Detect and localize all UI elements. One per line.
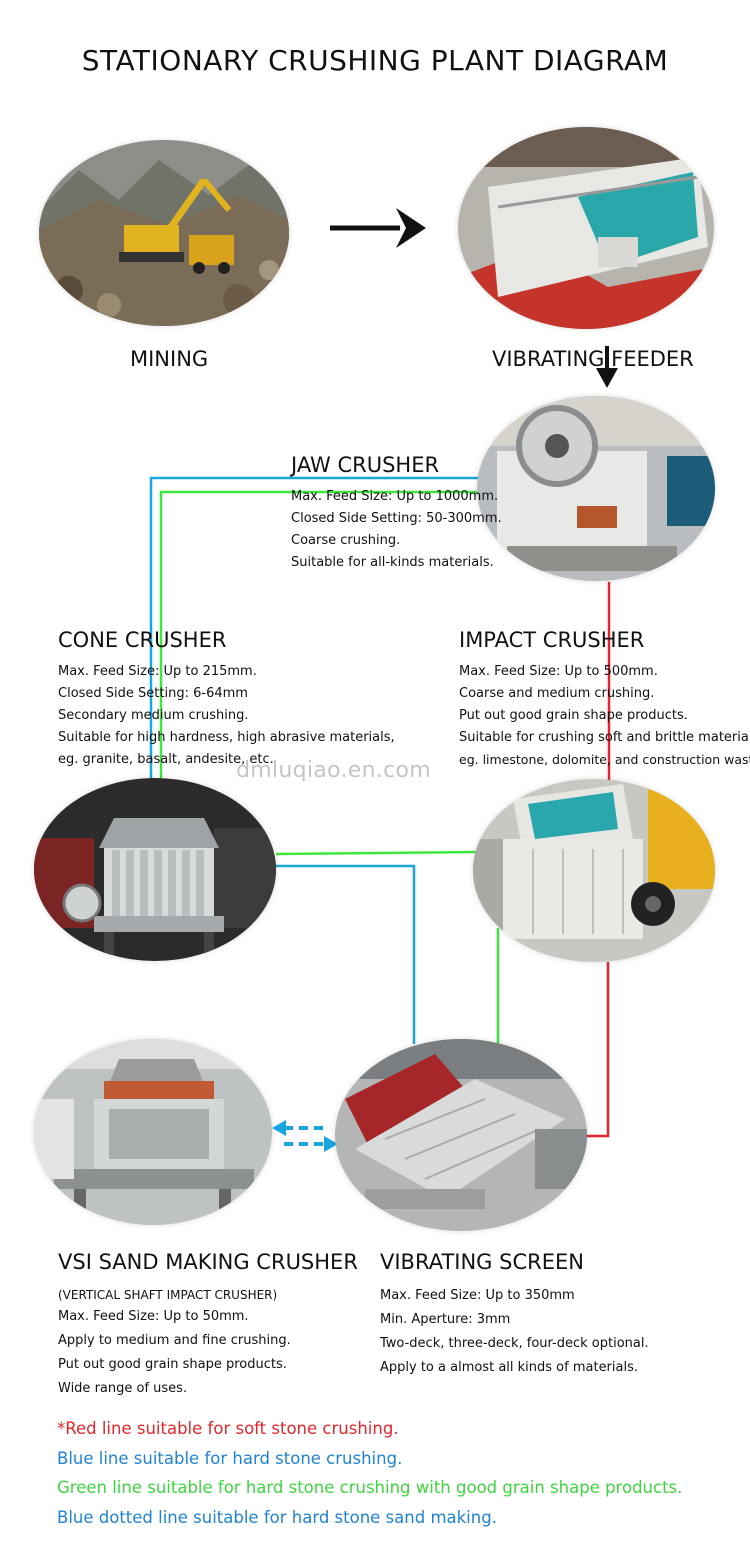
arrow-mining-to-feeder xyxy=(330,208,426,248)
legend: *Red line suitable for soft stone crushi… xyxy=(57,1414,682,1532)
impact-crusher-specs: Max. Feed Size: Up to 500mm. Coarse and … xyxy=(459,661,750,771)
spec-line: Apply to medium and fine crushing. xyxy=(58,1333,291,1348)
jaw-crusher-specs: Max. Feed Size: Up to 1000mm. Closed Sid… xyxy=(291,486,502,574)
spec-line: eg. granite, basalt, andesite, etc. xyxy=(58,752,274,767)
mining-image xyxy=(39,140,289,326)
spec-line: Max. Feed Size: Up to 1000mm. xyxy=(291,489,499,504)
spec-line: Suitable for all-kinds materials. xyxy=(291,555,494,570)
arrow-feeder-to-jaw xyxy=(596,346,618,388)
spec-line: Coarse crushing. xyxy=(291,533,401,548)
spec-line: Min. Aperture: 3mm xyxy=(380,1312,511,1327)
spec-line: Apply to a almost all kinds of materials… xyxy=(380,1360,639,1375)
vsi-subheading: (VERTICAL SHAFT IMPACT CRUSHER) xyxy=(58,1288,278,1302)
vsi-crusher-image xyxy=(34,1039,272,1225)
vibrating-feeder-image xyxy=(458,127,714,329)
legend-blue: Blue line suitable for hard stone crushi… xyxy=(57,1448,403,1468)
green-line-path xyxy=(159,490,478,780)
impact-crusher-heading: IMPACT CRUSHER xyxy=(459,628,645,652)
spec-line: Wide range of uses. xyxy=(58,1381,188,1396)
vibrating-feeder-label: VIBRATING FEEDER xyxy=(492,347,694,371)
spec-line: Max. Feed Size: Up to 350mm xyxy=(380,1288,575,1303)
red-line-path-2 xyxy=(586,962,610,1138)
spec-line: eg. limestone, dolomite, and constructio… xyxy=(459,752,750,767)
jaw-crusher-heading: JAW CRUSHER xyxy=(291,453,440,477)
blue-line-path-2 xyxy=(276,864,416,1044)
watermark: dmluqiao.en.com xyxy=(236,758,432,783)
spec-line: Max. Feed Size: Up to 50mm. xyxy=(58,1309,249,1324)
vsi-crusher-heading: VSI SAND MAKING CRUSHER xyxy=(58,1250,358,1274)
spec-line: Two-deck, three-deck, four-deck optional… xyxy=(380,1336,649,1351)
vsi-crusher-specs: (VERTICAL SHAFT IMPACT CRUSHER) Max. Fee… xyxy=(58,1283,291,1401)
vibrating-screen-heading: VIBRATING SCREEN xyxy=(380,1250,584,1274)
page-title: STATIONARY CRUSHING PLANT DIAGRAM xyxy=(81,44,669,77)
spec-line: Max. Feed Size: Up to 500mm. xyxy=(459,664,658,679)
blue-line-path xyxy=(149,476,478,780)
jaw-crusher-image xyxy=(477,396,715,581)
spec-line: Suitable for crushing soft and brittle m… xyxy=(459,730,750,745)
cone-crusher-heading: CONE CRUSHER xyxy=(58,628,227,652)
cone-crusher-specs: Max. Feed Size: Up to 215mm. Closed Side… xyxy=(58,661,395,771)
green-line-path-2 xyxy=(275,850,477,856)
spec-line: Max. Feed Size: Up to 215mm. xyxy=(58,664,257,679)
spec-line: Secondary medium crushing. xyxy=(58,708,249,723)
cone-crusher-image xyxy=(34,778,276,961)
vibrating-screen-specs: Max. Feed Size: Up to 350mm Min. Apertur… xyxy=(380,1284,649,1380)
spec-line: Closed Side Setting: 6-64mm xyxy=(58,686,248,701)
blue-dotted-arrow xyxy=(272,1120,338,1152)
legend-dotted: Blue dotted line suitable for hard stone… xyxy=(57,1507,497,1527)
spec-line: Put out good grain shape products. xyxy=(459,708,688,723)
legend-red: *Red line suitable for soft stone crushi… xyxy=(57,1419,399,1438)
vibrating-screen-image xyxy=(335,1039,587,1231)
spec-line: Suitable for high hardness, high abrasiv… xyxy=(58,730,395,745)
spec-line: Coarse and medium crushing. xyxy=(459,686,655,701)
spec-line: Put out good grain shape products. xyxy=(58,1357,287,1372)
mining-label: MINING xyxy=(130,347,209,371)
impact-crusher-image xyxy=(473,779,715,962)
legend-green: Green line suitable for hard stone crush… xyxy=(57,1478,683,1497)
spec-line: Closed Side Setting: 50-300mm. xyxy=(291,511,502,526)
